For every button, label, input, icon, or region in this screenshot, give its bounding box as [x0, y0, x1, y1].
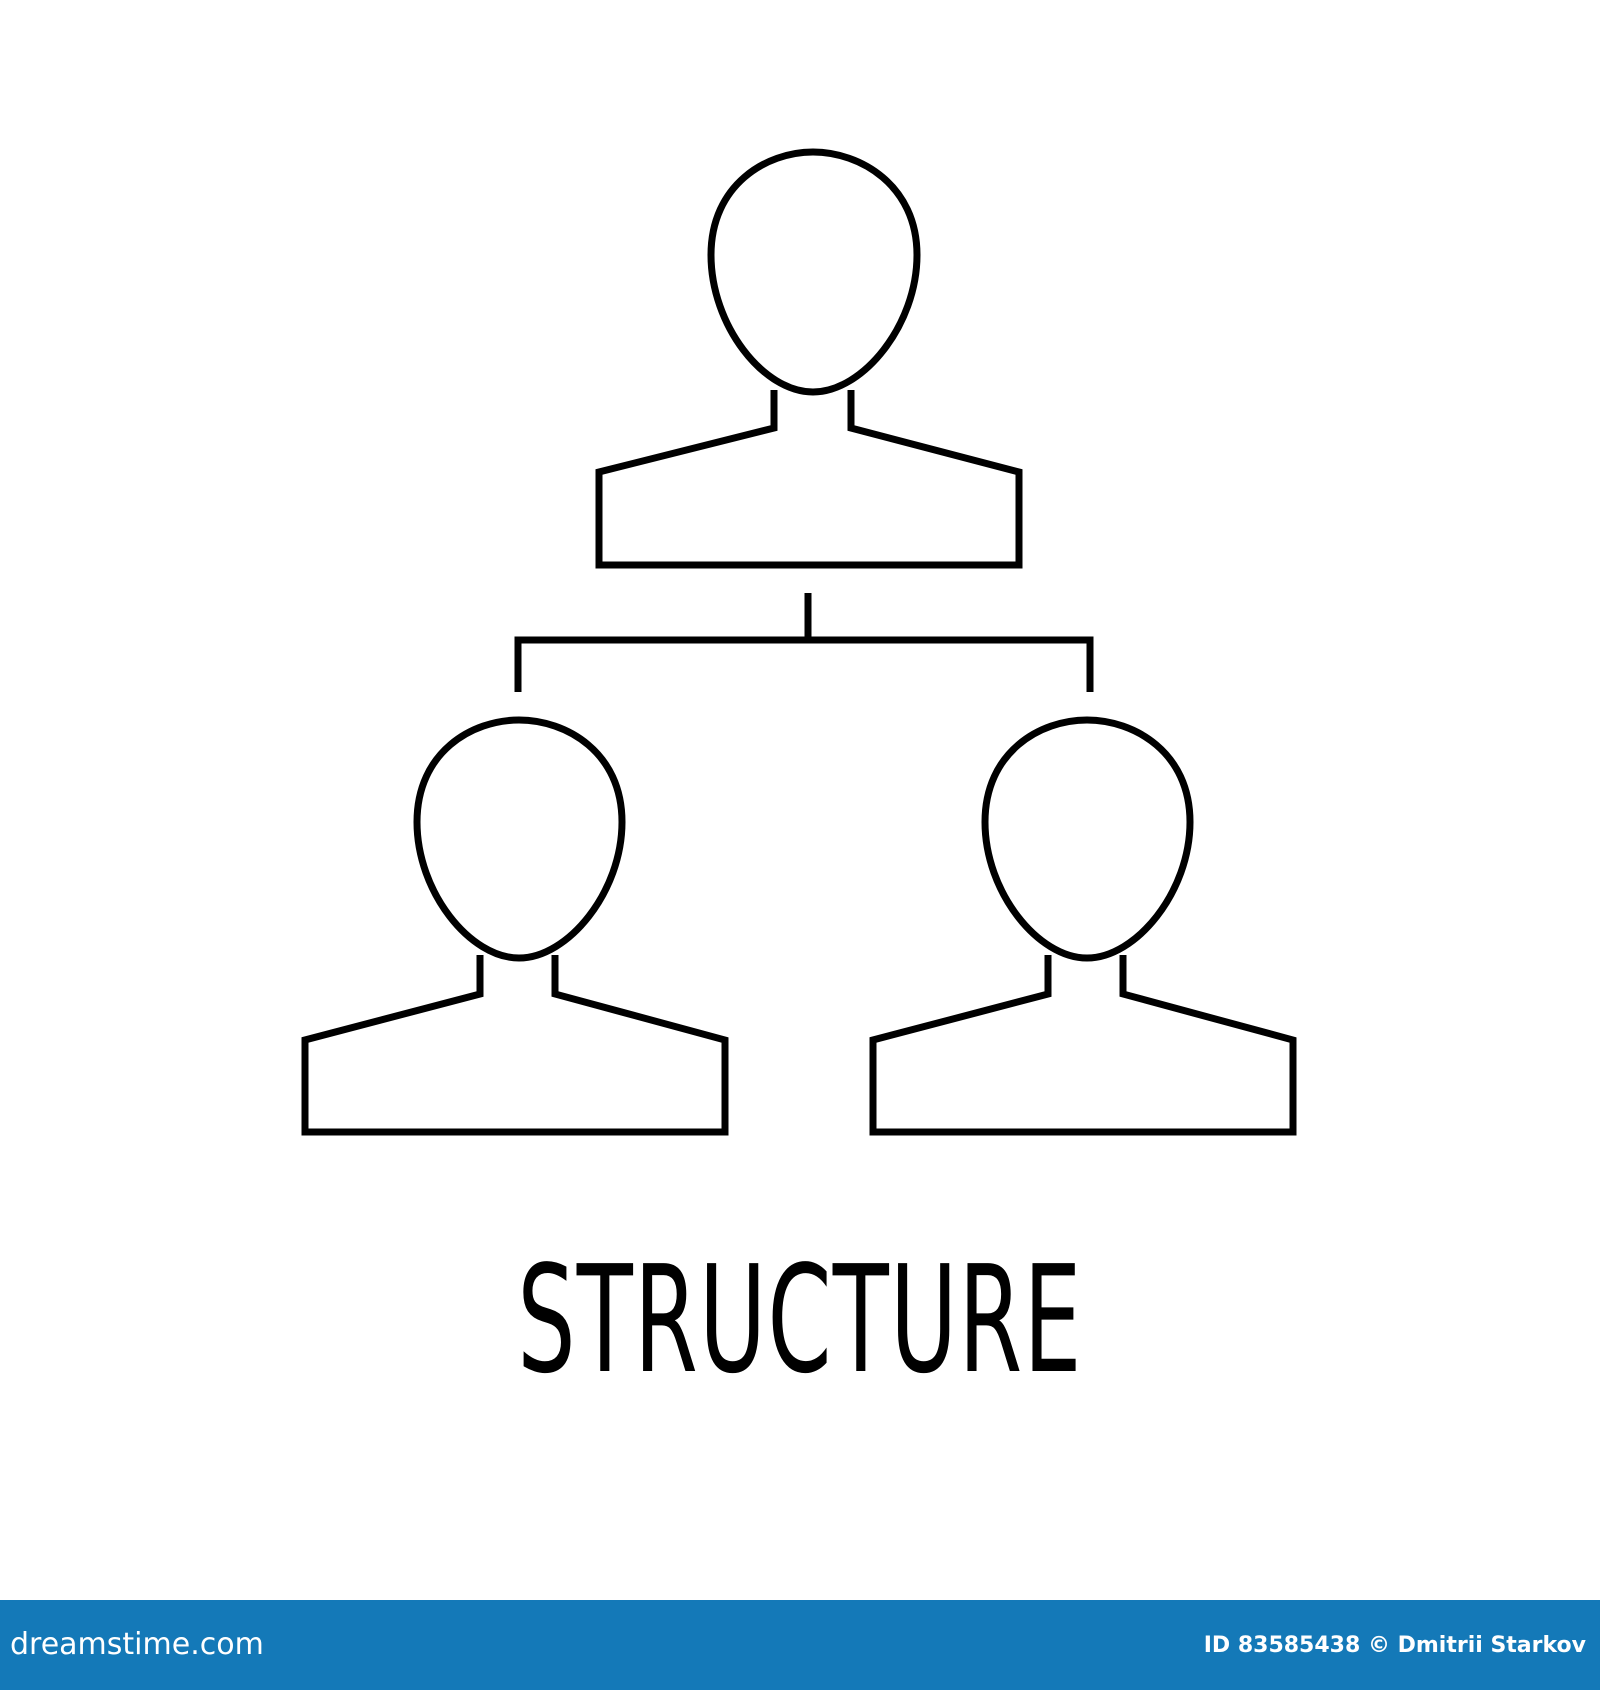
- stock-footer-bar: dreamstime.com ID 83585438 © Dmitrii Sta…: [0, 1600, 1600, 1690]
- image-credit: ID 83585438 © Dmitrii Starkov: [1203, 1633, 1586, 1658]
- illustration-canvas: STRUCTURE: [301, 148, 1297, 1406]
- hierarchy-connector: [514, 593, 1094, 692]
- person-top-icon: [595, 148, 1023, 569]
- person-top-body: [595, 390, 1023, 569]
- structure-title: STRUCTURE: [517, 1234, 1083, 1406]
- person-top-head: [707, 148, 921, 396]
- org-chart-icon: [301, 148, 1297, 1136]
- person-right-head: [981, 716, 1194, 962]
- person-right-body: [869, 955, 1297, 1136]
- person-left-icon: [301, 716, 729, 1136]
- stock-brand-logo: dreamstime.com: [10, 1627, 264, 1662]
- person-left-body: [301, 955, 729, 1136]
- person-left-head: [413, 716, 626, 962]
- person-right-icon: [869, 716, 1297, 1136]
